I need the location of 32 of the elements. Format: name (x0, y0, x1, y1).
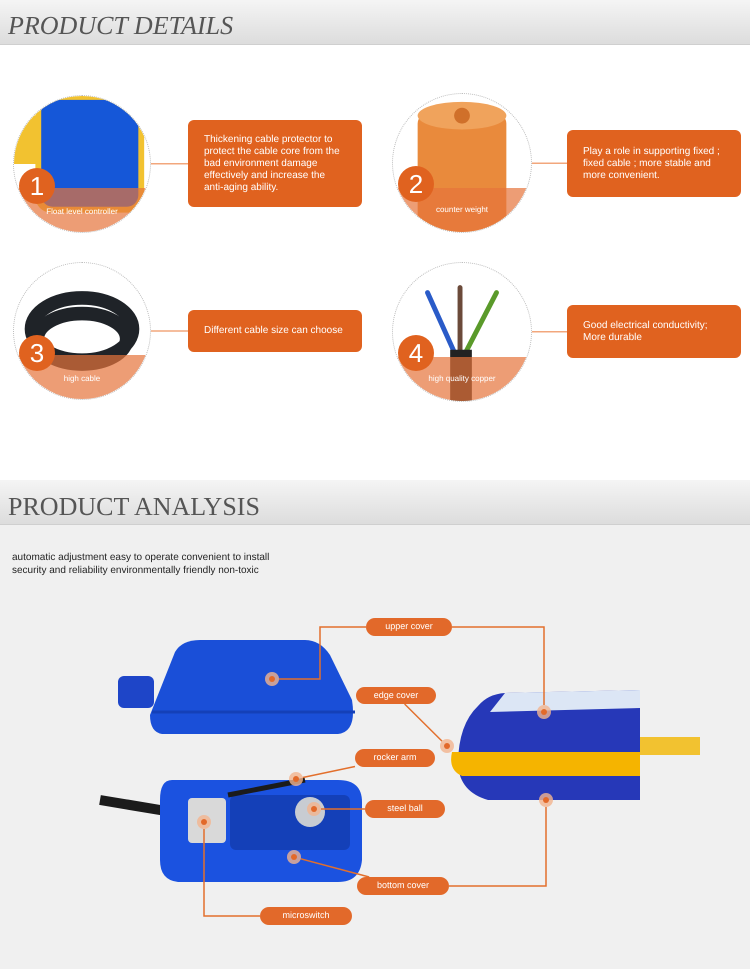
photo-caption: Float level controller (45, 206, 119, 218)
description-card: Thickening cable protector to protect the cable core from the bad environment damage effectively and increase the anti-aging ability. (188, 120, 362, 207)
number-badge: 2 (398, 166, 434, 202)
part-label: rocker arm (355, 749, 435, 767)
leader-line (452, 626, 545, 705)
leader-line (404, 703, 443, 742)
part-label: microswitch (260, 907, 352, 925)
part-label: steel ball (365, 800, 445, 818)
leader-line (151, 162, 188, 165)
leader-line (300, 858, 370, 878)
part-label: upper cover (366, 618, 452, 636)
leader-line (302, 766, 356, 778)
leader-line (203, 829, 260, 917)
number-badge: 3 (19, 335, 55, 371)
description-card: Good electrical conductivity; More durable (567, 305, 741, 358)
leader-line (449, 807, 547, 887)
section-heading: PRODUCT DETAILS (8, 10, 234, 42)
section-heading: PRODUCT ANALYSIS (8, 491, 260, 523)
number-badge: 4 (398, 335, 434, 371)
leader-line (151, 330, 188, 332)
description-card: Play a role in supporting fixed ; fixed cable ; more stable and more convenient. (567, 130, 741, 197)
leader-line (532, 330, 567, 333)
photo-caption: high cable (62, 373, 102, 385)
feature-text: automatic adjustment easy to operate convenient to install security and reliability environmentally friendly non-toxic (12, 551, 270, 577)
part-label: edge cover (356, 687, 436, 704)
number-badge: 1 (19, 168, 55, 204)
part-label: bottom cover (357, 877, 449, 895)
photo-caption: counter weight (434, 204, 490, 216)
leader-line (532, 162, 567, 164)
leader-line (279, 626, 366, 680)
description-card: Different cable size can choose (188, 310, 362, 352)
photo-caption: high quality copper (427, 373, 497, 385)
